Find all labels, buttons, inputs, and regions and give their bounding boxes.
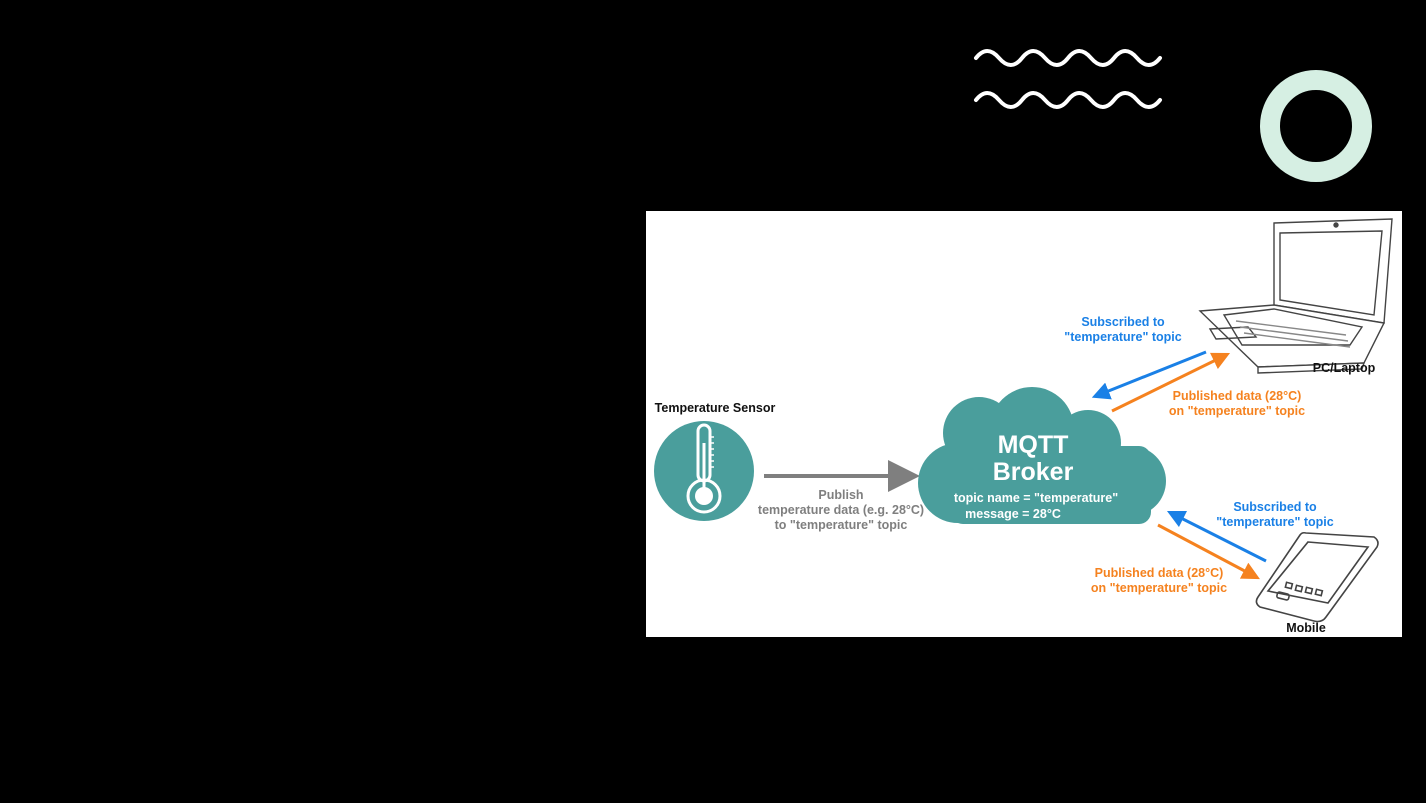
mobile-subscribe-arrow xyxy=(1166,510,1267,563)
cloud-icon xyxy=(918,387,1166,524)
mobile-subscribed-label: Subscribed to "temperature" topic xyxy=(1216,500,1334,529)
mobile-published-label: Published data (28°C) on "temperature" t… xyxy=(1090,566,1228,595)
broker-title: MQTT Broker xyxy=(992,431,1074,486)
smartphone-icon xyxy=(1255,531,1379,623)
laptop-subscribe-arrow xyxy=(1091,350,1207,400)
wave-decoration xyxy=(974,49,1162,109)
publish-label: Publish temperature data (e.g. 28°C) to … xyxy=(757,488,925,532)
laptop-icon xyxy=(1198,218,1393,374)
mobile-publish-arrow xyxy=(1157,523,1260,580)
laptop-label: PC/Laptop xyxy=(1312,361,1376,375)
ring-decoration xyxy=(1260,70,1372,182)
sensor-label: Temperature Sensor xyxy=(654,401,776,415)
laptop-subscribed-label: Subscribed to "temperature" topic xyxy=(1064,315,1182,344)
thermometer-icon xyxy=(654,421,754,521)
laptop-publish-arrow xyxy=(1111,352,1231,413)
mqtt-diagram: Temperature Sensor Publish temperature d… xyxy=(646,211,1402,637)
mobile-label: Mobile xyxy=(1286,621,1326,635)
broker-message-line: message = 28°C xyxy=(965,507,1061,521)
broker-topic-line: topic name = "temperature" xyxy=(953,491,1119,505)
laptop-published-label: Published data (28°C) on "temperature" t… xyxy=(1168,389,1306,418)
